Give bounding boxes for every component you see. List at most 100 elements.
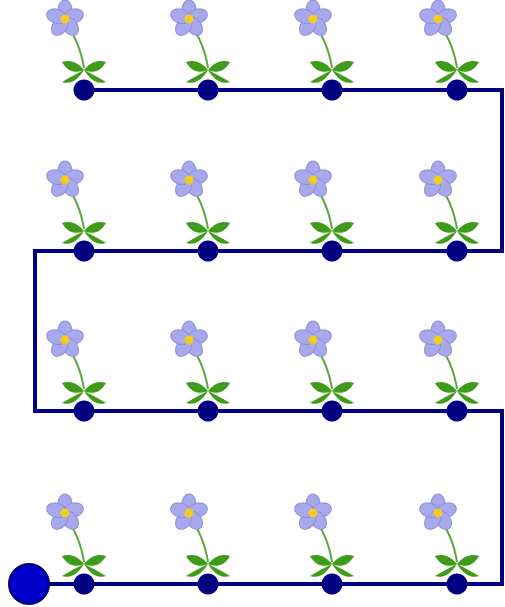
leaf <box>435 222 457 233</box>
flower-head <box>293 161 333 199</box>
flower-icon <box>418 0 479 83</box>
leaf <box>457 555 479 566</box>
leaf <box>84 382 106 393</box>
leaf <box>310 555 332 566</box>
path-node[interactable] <box>447 574 468 595</box>
leaf <box>186 382 208 393</box>
leaf <box>62 555 84 566</box>
leaf <box>186 555 208 566</box>
flower-head <box>418 161 458 199</box>
flower-icon <box>293 321 354 404</box>
flower-center <box>185 15 194 24</box>
leaf <box>435 382 457 393</box>
leaf <box>310 61 332 72</box>
flower-center <box>185 509 194 518</box>
leaf <box>208 382 230 393</box>
path-node[interactable] <box>322 80 343 101</box>
leaf <box>62 61 84 72</box>
flower-icon <box>418 321 479 404</box>
flower-center <box>309 176 318 185</box>
flower-center <box>434 509 443 518</box>
flower-center <box>309 336 318 345</box>
flower-head <box>293 494 333 532</box>
flower-icon <box>45 494 106 577</box>
flower-head <box>45 321 85 359</box>
flower-center <box>434 176 443 185</box>
leaf <box>332 555 354 566</box>
path-node[interactable] <box>74 241 95 262</box>
flower-row-layer <box>45 0 479 577</box>
path-node[interactable] <box>447 241 468 262</box>
flower-icon <box>169 494 230 577</box>
path-node[interactable] <box>198 574 219 595</box>
flower-center <box>434 336 443 345</box>
leaf <box>332 382 354 393</box>
leaf <box>332 61 354 72</box>
leaf <box>186 222 208 233</box>
path-node[interactable] <box>74 80 95 101</box>
path-node[interactable] <box>447 80 468 101</box>
flower-center <box>309 509 318 518</box>
leaf <box>186 61 208 72</box>
path-node[interactable] <box>198 241 219 262</box>
flower-head <box>169 494 209 532</box>
leaf <box>84 555 106 566</box>
leaf <box>310 222 332 233</box>
flower-icon <box>169 0 230 83</box>
flower-head <box>169 0 209 38</box>
path-node[interactable] <box>447 401 468 422</box>
flower-head <box>293 0 333 38</box>
flower-head <box>169 321 209 359</box>
leaf <box>208 61 230 72</box>
flower-center <box>61 336 70 345</box>
path-node[interactable] <box>322 401 343 422</box>
player-layer <box>9 564 49 604</box>
flower-head <box>418 0 458 38</box>
path-node[interactable] <box>198 401 219 422</box>
flower-icon <box>418 161 479 244</box>
leaf <box>208 222 230 233</box>
flower-head <box>418 321 458 359</box>
flower-center <box>61 15 70 24</box>
leaf <box>457 222 479 233</box>
path-node[interactable] <box>198 80 219 101</box>
flower-icon <box>418 494 479 577</box>
leaf <box>332 222 354 233</box>
path-node[interactable] <box>74 401 95 422</box>
flower-icon <box>45 321 106 404</box>
leaf <box>208 555 230 566</box>
flower-center <box>61 509 70 518</box>
path-node-layer <box>74 80 468 595</box>
flower-head <box>169 161 209 199</box>
leaf <box>310 382 332 393</box>
path-node[interactable] <box>322 241 343 262</box>
flower-icon <box>45 161 106 244</box>
leaf <box>435 555 457 566</box>
path-node[interactable] <box>322 574 343 595</box>
flower-head <box>45 161 85 199</box>
leaf <box>457 382 479 393</box>
player-token[interactable] <box>9 564 49 604</box>
flower-icon <box>45 0 106 83</box>
flower-head <box>45 0 85 38</box>
flower-center <box>61 176 70 185</box>
flower-icon <box>293 161 354 244</box>
flower-center <box>185 176 194 185</box>
path-node[interactable] <box>74 574 95 595</box>
flower-head <box>293 321 333 359</box>
flower-icon <box>169 321 230 404</box>
flower-icon <box>293 494 354 577</box>
flower-icon <box>293 0 354 83</box>
flower-head <box>418 494 458 532</box>
leaf <box>84 222 106 233</box>
flower-center <box>434 15 443 24</box>
flower-center <box>185 336 194 345</box>
leaf <box>84 61 106 72</box>
flower-center <box>309 15 318 24</box>
flower-icon <box>169 161 230 244</box>
leaf <box>435 61 457 72</box>
leaf <box>457 61 479 72</box>
leaf <box>62 382 84 393</box>
